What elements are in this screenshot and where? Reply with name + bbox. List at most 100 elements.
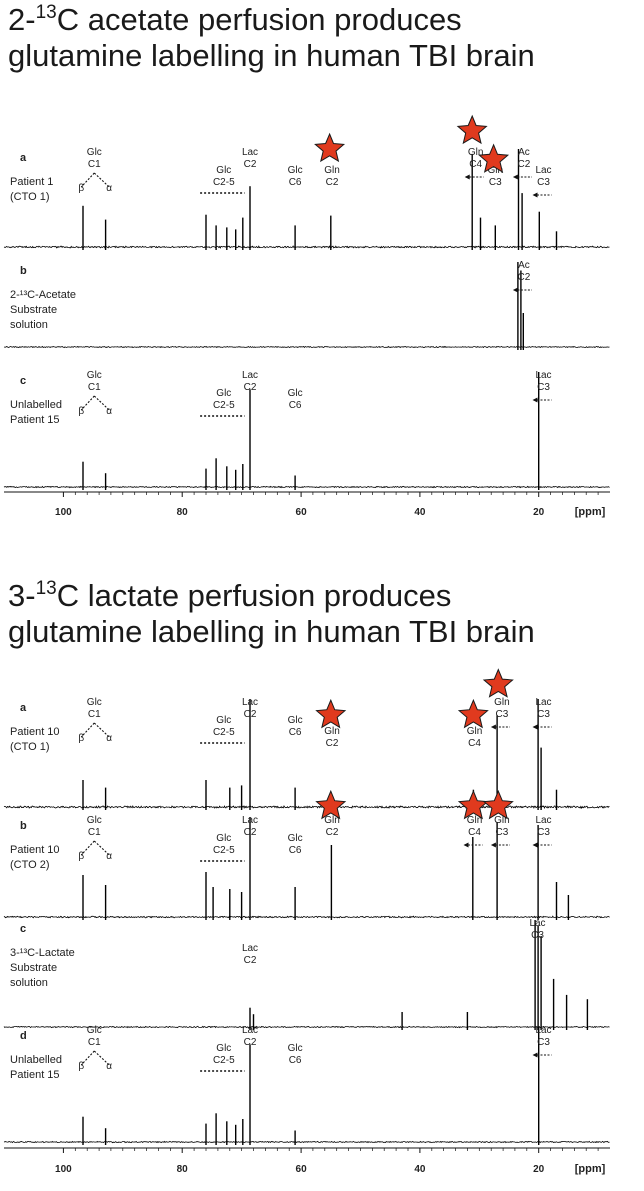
peak-label: Glc xyxy=(288,833,303,844)
peak-label: Glc xyxy=(216,165,231,176)
label-incorporation-star xyxy=(457,698,489,729)
tick-label: 100 xyxy=(55,507,72,518)
spectrum-trace xyxy=(3,1140,610,1144)
anomer-arrow xyxy=(80,395,95,411)
peak-label: Lac xyxy=(529,918,545,929)
arrow-head xyxy=(532,724,538,730)
peak-label: C1 xyxy=(88,1037,101,1048)
peak-label: α xyxy=(106,406,112,417)
peak-label: Gln xyxy=(488,165,504,176)
peak-label: C6 xyxy=(289,177,302,188)
acetate-heading-line2: glutamine labelling in human TBI brain xyxy=(8,38,535,73)
tick-label: 40 xyxy=(414,507,426,518)
peak-label: Glc xyxy=(87,370,102,381)
peak-label: Lac xyxy=(535,815,551,826)
peak-label: C2 xyxy=(244,955,257,966)
peak-label: C2 xyxy=(244,709,257,720)
arrow-head xyxy=(532,397,538,403)
peak-annotation: β xyxy=(78,733,84,744)
panel-sample-label: Patient 1 xyxy=(10,176,53,188)
peak-label: Glc xyxy=(288,715,303,726)
peak-annotation: β xyxy=(78,183,84,194)
peak-label: Glc xyxy=(288,1043,303,1054)
anomer-arrow xyxy=(80,172,95,188)
peak-label: Lac xyxy=(535,165,551,176)
peak-label: β xyxy=(78,183,84,194)
axis-unit-label: [ppm] xyxy=(575,1163,606,1175)
peak-label: C1 xyxy=(88,709,101,720)
peak-label: Lac xyxy=(535,370,551,381)
panel-letter: c xyxy=(20,923,26,935)
panel-letter: d xyxy=(20,1030,27,1042)
anomer-arrow xyxy=(80,840,95,856)
panel-letter: a xyxy=(20,702,27,714)
peak-label: β xyxy=(78,406,84,417)
panel-sample-label: (CTO 1) xyxy=(10,741,50,753)
peak-label: C2 xyxy=(244,1037,257,1048)
label-incorporation-star xyxy=(314,132,346,163)
label-incorporation-star xyxy=(482,789,514,820)
peak-label: C4 xyxy=(469,159,482,170)
peak-label: C1 xyxy=(88,159,101,170)
anomer-arrow xyxy=(80,1050,95,1066)
peak-label: β xyxy=(78,733,84,744)
peak-label: Lac xyxy=(242,147,258,158)
peak-annotation: β xyxy=(78,406,84,417)
peak-label: C4 xyxy=(468,738,481,749)
label-incorporation-star xyxy=(315,789,347,820)
peak-label: Gln xyxy=(468,147,484,158)
tick-label: 20 xyxy=(533,507,545,518)
peak-label: C6 xyxy=(289,1055,302,1066)
peak-label: C3 xyxy=(537,827,550,838)
panel-sample-label: Patient 15 xyxy=(10,1069,60,1081)
peak-label: α xyxy=(106,851,112,862)
peak-label: Gln xyxy=(467,726,483,737)
arrow-head xyxy=(532,1052,538,1058)
arrow-head xyxy=(532,842,538,848)
panel-sample-label: Substrate xyxy=(10,304,57,316)
peak-label: C2 xyxy=(244,827,257,838)
lactate-heading: 3-13C lactate perfusion produces glutami… xyxy=(8,578,535,650)
peak-label: Glc xyxy=(288,165,303,176)
axis-unit-label: [ppm] xyxy=(575,506,606,518)
peak-label: C3 xyxy=(489,177,502,188)
peak-label: C3 xyxy=(537,177,550,188)
peak-label: Lac xyxy=(242,370,258,381)
peak-label: C1 xyxy=(88,827,101,838)
label-incorporation-star xyxy=(482,668,514,698)
panel-sample-label: 3-¹³C-Lactate xyxy=(10,947,75,959)
peak-label: C6 xyxy=(289,727,302,738)
arrow-head xyxy=(512,174,518,180)
peak-label: C6 xyxy=(289,845,302,856)
tick-label: 80 xyxy=(177,507,189,518)
peak-label: α xyxy=(106,183,112,194)
peak-label: C3 xyxy=(537,382,550,393)
